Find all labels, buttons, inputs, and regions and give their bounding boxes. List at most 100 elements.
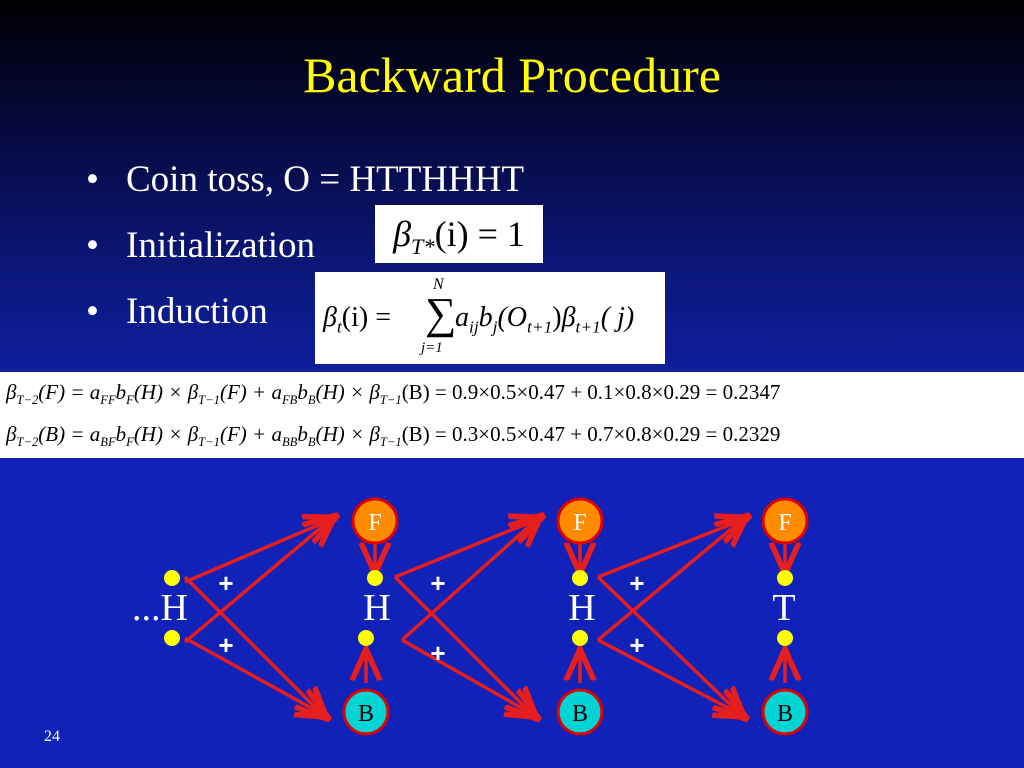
dot-col1-bottom [358,630,374,646]
dot-col3-top [777,570,793,586]
eq-m3-sub: T−1 [379,435,402,450]
dot-col2-bottom [572,630,588,646]
plus-sign: + [430,568,445,598]
eq-b1-sub: F [126,393,134,408]
dot-col0-bottom [164,630,180,646]
eq-b1: b [115,380,127,404]
eq-b1: b [115,422,127,446]
eq-b2-sub: B [307,393,316,408]
eq-m3-sub: T−1 [379,393,402,408]
observation-label: H [568,587,595,629]
equation-line-b: βT−2(B) = aBFbF(H) × βT−1(F) + aBBbB(H) … [6,422,780,450]
init-formula: βT*(i) = 1 [375,205,543,263]
dot-col2-top [572,570,588,586]
arrow-h2-to-b2 [393,575,532,714]
eq-mid1: (H) × β [133,380,199,404]
eq-beta: β [6,422,17,446]
node-label: F [573,510,586,536]
eq-mid2: (F) + a [219,380,282,404]
ind-end: ( j) [600,302,635,333]
node-label: B [777,701,793,727]
ind-o-sub: t+1 [527,317,553,337]
eq-b2: b [297,422,308,446]
init-beta: β [393,214,412,254]
arrow-t3-to-f3 [596,520,742,642]
bullet-coin-toss: • Coin toss, O = HTTHHHT [86,158,524,202]
eq-text: (F) = a [38,380,101,404]
arrow-t1-to-b1 [184,636,322,714]
state-node-b2: B [556,688,604,736]
ind-beta: β [323,302,337,333]
eq-b1-sub: F [126,435,134,450]
eq-b2: b [297,380,308,404]
state-node-f1: F [351,497,399,545]
plus-sign: + [218,568,233,598]
plus-sign: + [430,638,445,668]
plus-sign: + [629,630,644,660]
state-node-f3: F [761,497,809,545]
node-label: F [368,510,381,536]
sum-symbol: ∑ [425,289,457,338]
sum-bottom: j=1 [421,340,443,356]
ind-b-sub: j [492,317,498,337]
state-node-f2: F [556,497,604,545]
induction-formula: βt(i) = N ∑ j=1 aijbj(Ot+1)βt+1( j) [315,272,665,364]
bullet-text: Coin toss, O = HTTHHHT [126,159,525,200]
ind-beta2-sub: t+1 [575,317,601,337]
eq-a2-sub: BB [281,435,298,450]
arrow-t2-to-f2 [400,520,536,642]
arrow-h1-to-b1 [183,575,322,714]
observation-label: H [363,587,390,629]
bullet-marker: • [86,225,99,266]
state-node-b3: B [761,688,809,736]
eq-m1-sub: T−1 [198,435,220,450]
plus-sign: + [629,568,644,598]
eq-a1-sub: BF [100,435,116,450]
eq-text: (B) = a [38,422,101,446]
ind-close: ) [552,302,562,333]
bullet-induction: •Induction [86,290,268,334]
eq-mid3: (H) × β [315,380,380,404]
bullet-marker: • [86,159,99,200]
dot-col1-top [367,570,383,586]
trellis-diagram: ...H H H T + + + + + + F F F B B B [132,497,809,736]
dot-col3-bottom [777,630,793,646]
arrow-t2-to-b2 [401,638,532,714]
bullet-initialization: • Initialization [86,224,315,268]
ind-a-sub: ij [469,317,479,337]
init-rest: (i) = 1 [434,214,525,254]
eq-tail: (B) = 0.9×0.5×0.47 + 0.1×0.8×0.29 = 0.23… [401,380,781,404]
bullet-marker: • [86,291,99,332]
eq-a2-sub: FB [281,393,298,408]
ind-b: b [478,302,493,333]
eq-mid3: (H) × β [315,422,380,446]
equation-band: βT−2(F) = aFFbF(H) × βT−1(F) + aFBbB(H) … [0,372,1024,458]
node-label: B [572,701,588,727]
ind-o: (O [497,302,528,333]
ind-beta2: β [561,302,576,333]
eq-mid1: (H) × β [133,422,199,446]
sum-top: N [433,276,444,293]
bullet-text: Initialization [126,225,316,266]
arrow-t3-to-b3 [597,638,740,714]
equation-line-f: βT−2(F) = aFFbF(H) × βT−1(F) + aFBbB(H) … [6,380,780,408]
node-label: F [778,510,791,536]
eq-beta: β [6,380,17,404]
ind-a: a [455,302,469,333]
eq-a1-sub: FF [100,393,116,408]
eq-b2-sub: B [307,435,316,450]
ind-arg: (i) = [341,302,391,333]
init-sub: T* [411,234,435,260]
arrow-h2-to-f2 [394,520,536,579]
slide-title: Backward Procedure [303,47,721,103]
node-label: B [358,701,374,727]
state-node-b1: B [342,688,390,736]
observation-label: ...H [132,587,188,629]
eq-sub: T−2 [16,435,39,450]
ind-sub: t [336,317,342,337]
arrow-h1-to-f1 [184,520,330,584]
dot-col0-top [164,570,180,586]
page-number: 24 [44,728,60,745]
plus-sign: + [218,630,233,660]
arrow-h3-to-b3 [596,575,740,714]
